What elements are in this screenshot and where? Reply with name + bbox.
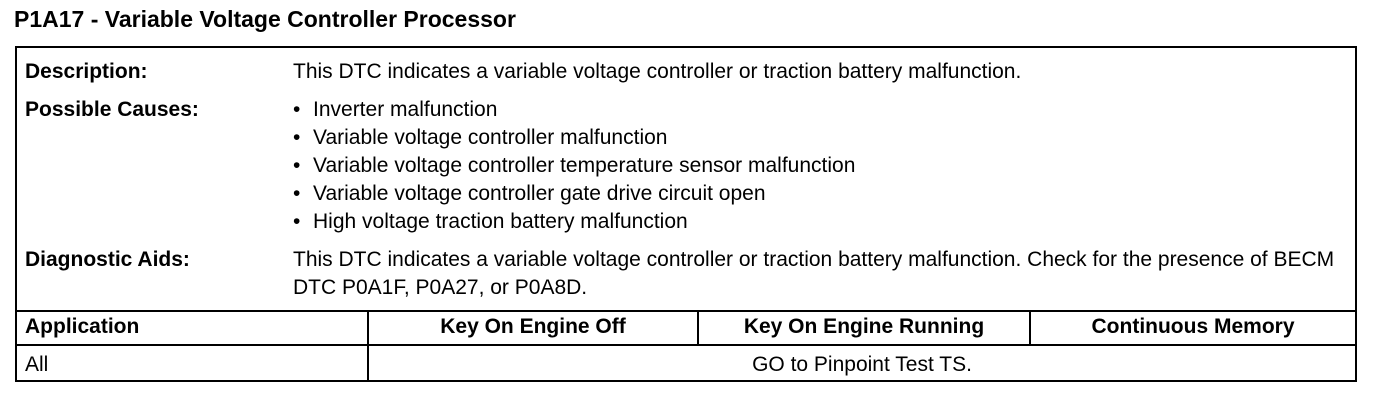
bullet-icon: • xyxy=(293,98,301,121)
cause-text: Variable voltage controller gate drive c… xyxy=(313,182,766,205)
table-column-divider xyxy=(367,310,369,382)
description-label: Description: xyxy=(25,60,148,83)
table-cell-application: All xyxy=(25,353,49,376)
possible-causes-list-container: • Inverter malfunction • Variable voltage … xyxy=(293,96,1349,236)
table-header-koeo: Key On Engine Off xyxy=(440,315,626,338)
dtc-info-box: Description: This DTC indicates a variab… xyxy=(15,46,1357,382)
table-top-divider xyxy=(17,310,1355,312)
table-header-application: Application xyxy=(25,315,140,338)
description-row: Description: This DTC indicates a variab… xyxy=(25,58,1345,86)
diagnostic-aids-row: Diagnostic Aids: This DTC indicates a va… xyxy=(25,246,1345,302)
list-item: • High voltage traction battery malfuncti… xyxy=(293,208,1349,236)
diagnostic-aids-text: This DTC indicates a variable voltage co… xyxy=(293,248,1335,299)
cause-text: Variable voltage controller malfunction xyxy=(313,126,668,149)
table-header-divider xyxy=(17,344,1355,346)
table-column-divider xyxy=(1029,310,1031,344)
possible-causes-list: • Inverter malfunction • Variable voltage … xyxy=(293,96,1349,236)
list-item: • Inverter malfunction xyxy=(293,96,1349,124)
cause-text: Variable voltage controller temperature … xyxy=(313,154,856,177)
list-item: • Variable voltage controller malfunction xyxy=(293,124,1349,152)
cause-text: Inverter malfunction xyxy=(313,98,498,121)
table-column-divider xyxy=(697,310,699,344)
list-item: • Variable voltage controller gate drive … xyxy=(293,180,1349,208)
cause-text: High voltage traction battery malfunctio… xyxy=(313,210,688,233)
diagnostic-aids-label: Diagnostic Aids: xyxy=(25,248,190,271)
possible-causes-label: Possible Causes: xyxy=(25,98,199,121)
table-header-continuous-memory: Continuous Memory xyxy=(1091,315,1295,338)
bullet-icon: • xyxy=(293,182,301,205)
bullet-icon: • xyxy=(293,126,301,149)
list-item: • Variable voltage controller temperature… xyxy=(293,152,1349,180)
possible-causes-row: Possible Causes: • Inverter malfunction •… xyxy=(25,96,1345,236)
bullet-icon: • xyxy=(293,154,301,177)
page-title: P1A17 - Variable Voltage Controller Proc… xyxy=(14,6,516,32)
description-text: This DTC indicates a variable voltage co… xyxy=(293,60,1022,83)
bullet-icon: • xyxy=(293,210,301,233)
table-cell-action: GO to Pinpoint Test TS. xyxy=(752,353,972,376)
table-header-koer: Key On Engine Running xyxy=(743,315,985,338)
